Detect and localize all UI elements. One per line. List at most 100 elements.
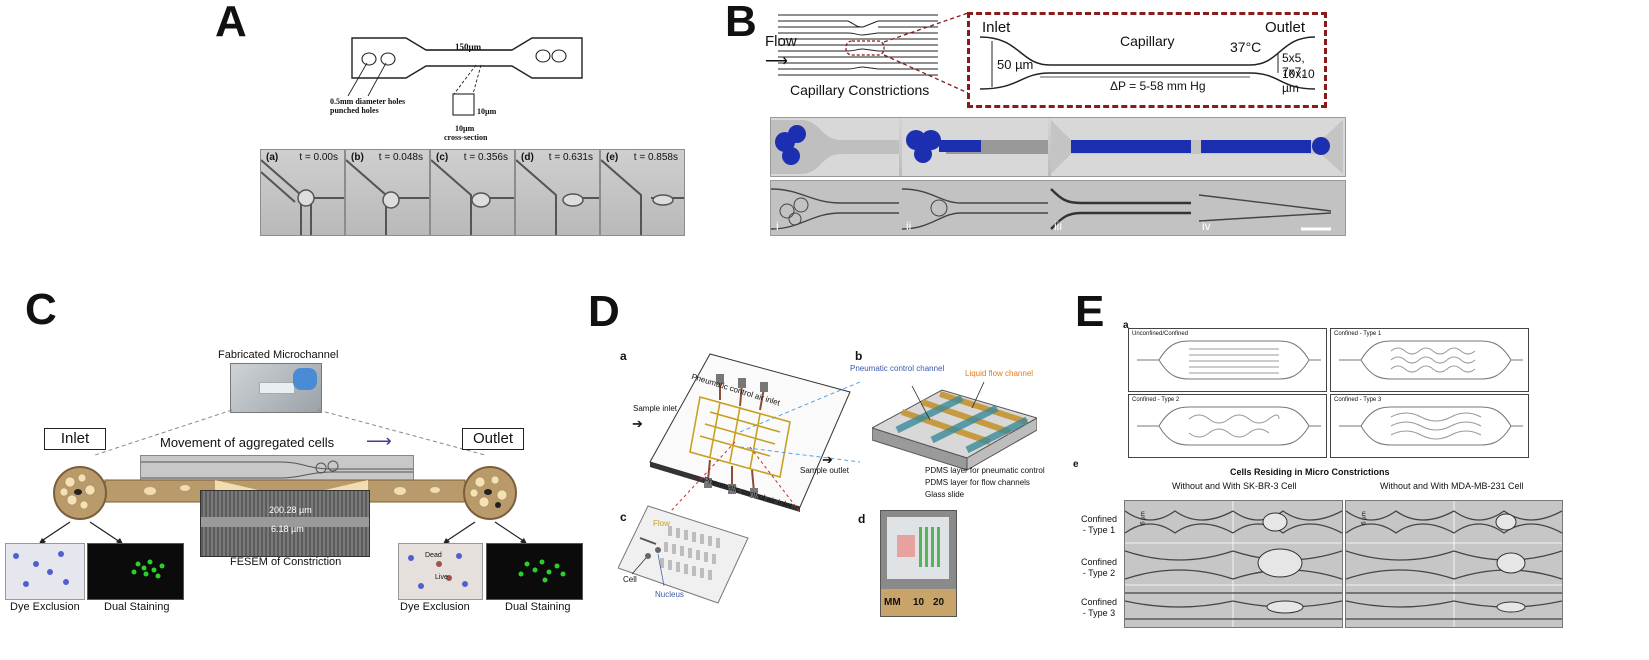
panel-c-letter: C [25,285,57,334]
mda-mb-231-image-grid: 6 µm [1345,500,1563,628]
flow-arrow-icon: ⟶ [765,53,788,70]
sizes-label-2: 10x10 µm [1282,67,1315,95]
movement-label: Movement of aggregated cells [160,435,335,450]
flow-label-d: Flow [653,519,670,528]
panel-a-schematic [347,37,583,116]
row1-label-line2: - Type 1 [1082,525,1116,535]
sub-c-label: c [620,510,627,524]
pressure-label: ΔP = 5-58 mm Hg [1110,79,1206,93]
design-unconfined-drawing [1137,340,1321,380]
frame-a-label: (a) [266,152,279,163]
cs-width-label: 10µm [455,124,475,133]
ruler-10: 10 [913,597,925,608]
frame-b-image [346,159,429,235]
dual-staining-right-label: Dual Staining [505,601,571,613]
cs-label: cross-section [444,133,488,142]
pneumatic-chip-drawing [649,353,860,512]
frame-b-label: (b) [351,152,364,163]
row3-label-line2: - Type 3 [1082,608,1116,618]
sk-br-3-drawing [1125,501,1342,627]
design-type3: Confined - Type 3 [1330,394,1529,458]
layer3-label: Glass slide [925,490,965,499]
panel-d-letter: D [588,287,620,336]
fesem-label: FESEM of Constriction [230,556,342,568]
design-type3-drawing [1339,406,1523,446]
cells-title: Cells Residing in Micro Constrictions [1230,467,1390,477]
panel-b-letter: B [725,0,757,46]
movement-arrow-icon: ⟶ [366,431,392,451]
frame-e: (e) t = 0.858s [600,149,685,236]
cell-label: Cell [623,575,637,584]
design-type2-drawing [1137,406,1321,446]
design-type3-label: Confined - Type 3 [1334,397,1382,403]
frame-e-label: (e) [606,152,619,163]
col2-header: Without and With MDA-MB-231 Cell [1380,481,1524,491]
frame-c-image [431,159,514,235]
chip-photo: MM 10 20 [880,510,957,617]
inlet-label-b: Inlet [982,19,1011,36]
row2-label-line1: Confined [1081,557,1118,567]
row1-label-line1: Confined [1081,514,1118,524]
row2-label-line2: - Type 2 [1082,568,1116,578]
temperature-label: 37°C [1230,39,1262,55]
liquid-channel-label: Liquid flow channel [965,369,1034,378]
sample-outlet-label: Sample outlet [800,466,849,475]
brightfield-strip: i ii iii iv [770,180,1346,236]
panel-e-letter: E [1075,287,1105,336]
capillary-detail-drawing [979,36,1316,90]
frame-c-label: (c) [436,152,449,163]
row1-label: Confined - Type 1 [1081,514,1117,536]
frame-b: (b) t = 0.048s [345,149,430,236]
roman-iii: iii [1054,219,1062,233]
live-label: Live [435,574,448,581]
sub-e-e-label: e [1073,459,1079,470]
chip-red-region [897,535,915,557]
sub-a-e-label: a [1123,320,1129,331]
fabricated-label: Fabricated Microchannel [218,349,339,361]
roman-iv: iv [1202,219,1211,233]
channel-width-label: 150µm [455,42,482,52]
dye-left-cells [13,551,69,587]
design-unconfined-label: Unconfined/Confined [1132,331,1189,337]
ruler: MM 10 20 [881,589,956,616]
glove-image [293,368,317,390]
fesem-dim2: 6.18 µm [271,524,304,534]
sizes-label-1: 5x5, 7x7, [1282,51,1305,79]
dual-staining-left-label: Dual Staining [104,601,170,613]
frame-c: (c) t = 0.356s [430,149,515,236]
brightfield-image [771,181,1345,235]
holes-label-line2: punched holes [330,106,379,115]
sample-inlet-arrow-icon: ➔ [632,416,643,431]
width-label: 50 µm [997,57,1034,72]
holes-label-line1: 0.5mm diameter holes [330,97,406,106]
mda-mb-231-drawing [1346,501,1562,627]
sub-b-label: b [855,349,863,363]
frame-a-time: t = 0.00s [299,152,338,163]
dual-staining-right-image [486,543,583,600]
outlet-label-b: Outlet [1265,19,1306,36]
sample-outlet-arrow-icon: ➔ [822,452,833,467]
aggregated-cells-drawing [141,460,413,479]
design-type1-drawing [1339,340,1523,380]
frame-c-time: t = 0.356s [463,152,508,163]
dual-staining-left-image [87,543,184,600]
panel-c-dashlines [94,409,486,456]
design-unconfined: Unconfined/Confined [1128,328,1327,392]
frame-d-label: (d) [521,152,534,163]
constrictions-label: Capillary Constrictions [790,82,930,98]
row3-label-line1: Confined [1081,597,1118,607]
scale-label-2: 6 µm [1361,511,1368,525]
design-type2: Confined - Type 2 [1128,394,1327,458]
flow-chamber-drawing [618,505,749,604]
flow-label: Flow [765,33,797,50]
design-type1: Confined - Type 1 [1330,328,1529,392]
outlet-box: Outlet [462,428,524,450]
frame-a-image [261,159,344,235]
sk-br-3-image-grid: 6 µm [1124,500,1343,628]
fesem-dim1: 200.28 µm [269,505,312,515]
frame-d-image [516,159,599,235]
dye-exclusion-right-image: Dead Live [398,543,483,600]
dead-label: Dead [425,552,442,559]
chip-photo-body [887,517,949,579]
frame-b-time: t = 0.048s [378,152,423,163]
